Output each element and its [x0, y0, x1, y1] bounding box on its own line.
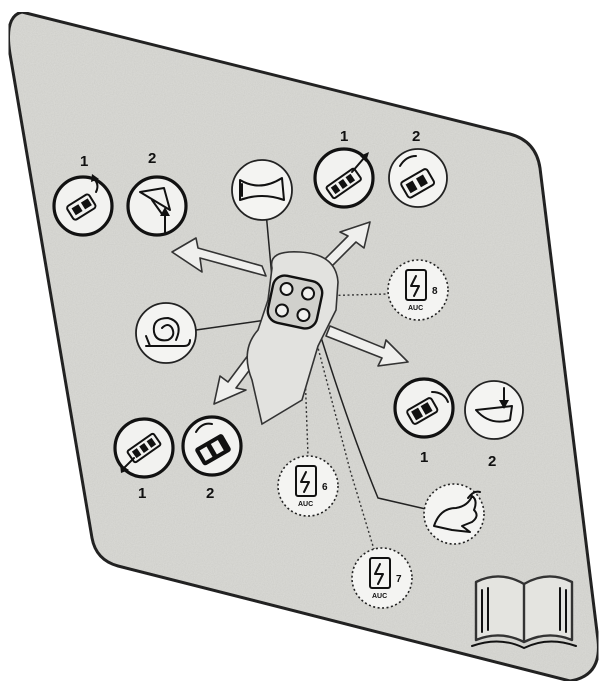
label-top-right-2: 2 [412, 128, 420, 145]
label-top-right-1: 1 [340, 128, 348, 145]
transmission-gear-icon: 6 AUC [278, 456, 338, 516]
attachment-tilt-icon [183, 417, 241, 475]
label-bottom-left-1: 1 [138, 485, 146, 502]
gear-auto-label-8: AUC [408, 305, 423, 312]
boom-extend-icon [315, 149, 373, 207]
transmission-gear-icon: 8 AUC [388, 260, 448, 320]
manual-book-icon [472, 576, 576, 648]
gear-number-8: 8 [432, 286, 438, 297]
slow-speed-snail-icon [136, 303, 196, 363]
attachment-tilt-icon [389, 149, 447, 207]
label-right-1: 1 [420, 449, 428, 466]
loader-tilt-icon [54, 174, 112, 235]
label-top-left-1: 1 [80, 153, 88, 170]
transmission-gear-icon: 7 AUC [352, 548, 412, 608]
boom-extend-icon [115, 419, 173, 477]
label-bottom-left-2: 2 [206, 485, 214, 502]
gear-auto-label-7: AUC [372, 593, 387, 600]
gear-number-7: 7 [396, 574, 402, 585]
boom-raise-icon [128, 177, 186, 235]
horn-icon [232, 160, 292, 220]
fast-speed-rabbit-icon [424, 484, 484, 544]
boom-raise-icon [465, 381, 523, 439]
label-top-left-2: 2 [148, 150, 156, 167]
loader-tilt-icon [395, 379, 453, 437]
label-right-2: 2 [488, 453, 496, 470]
joystick-hub [266, 273, 325, 330]
gear-auto-label-6: AUC [298, 501, 313, 508]
gear-number-6: 6 [322, 482, 328, 493]
